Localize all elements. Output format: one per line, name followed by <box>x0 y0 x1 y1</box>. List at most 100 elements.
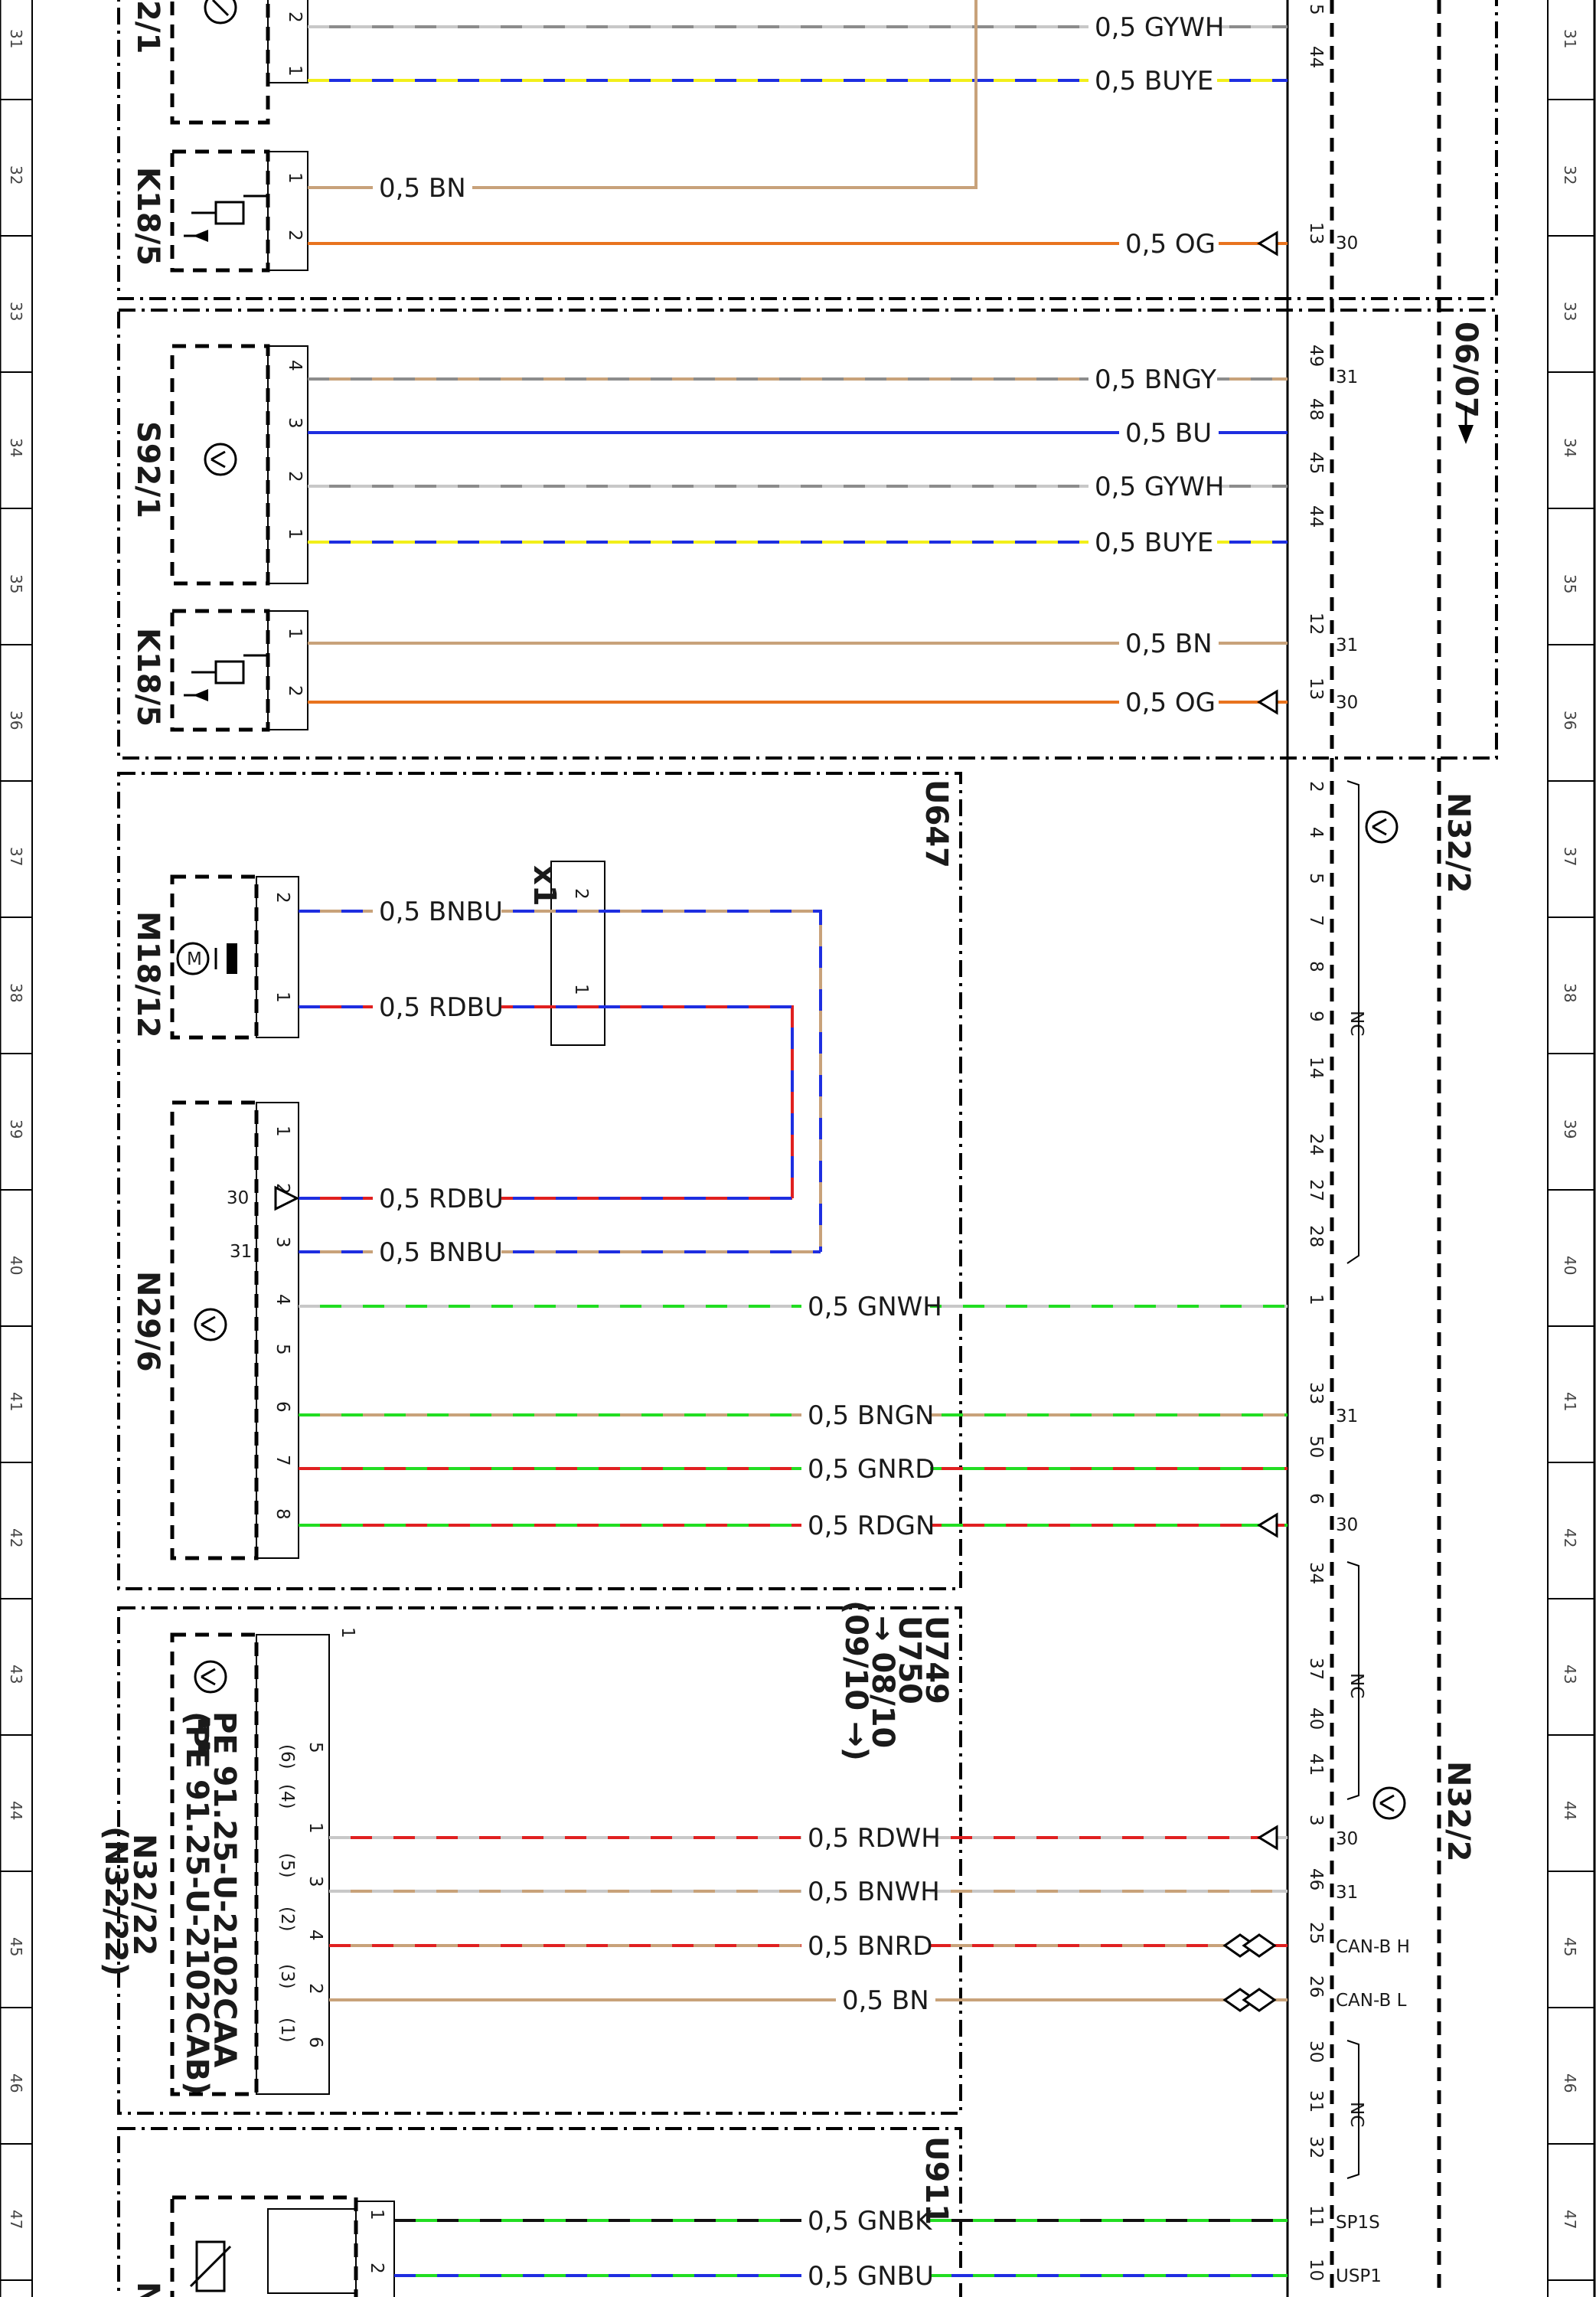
wire-label-w9: 0,5 BN <box>1125 629 1213 659</box>
right-pin-number: 44 <box>1306 505 1326 528</box>
right-pin-number: 30 <box>1306 2041 1326 2063</box>
wire-w6: 0,5 BU <box>308 416 1288 449</box>
wire-label-bg <box>1088 525 1217 559</box>
component-symbols: M ☛☛ <box>176 0 1406 2292</box>
label-switch-top: 2/1 <box>130 0 165 54</box>
wire-w22: 0,5 BN <box>329 1983 1288 2017</box>
wire-label-w21: 0,5 BNRD <box>808 1931 932 1962</box>
right-pin-number: 13 <box>1306 678 1326 700</box>
left-pin-number: 3 <box>305 1876 325 1887</box>
wire-w17: 0,5 GNRD <box>299 1452 1288 1485</box>
right-pin-number: 10 <box>1306 2259 1326 2281</box>
right-pin-number: 4 <box>1306 827 1326 838</box>
controller-n32-22-box <box>170 1632 259 2096</box>
right-pin-number: 33 <box>1306 1382 1326 1404</box>
wire-w19: 0,5 RDWH <box>329 1821 1288 1854</box>
right-pin-number: 48 <box>1306 398 1326 420</box>
relay-coil-icon <box>184 194 268 242</box>
right-pin-number: 40 <box>1306 1707 1326 1730</box>
x1-pin-2: 2 <box>571 888 591 900</box>
component-labels: 2/1 K18/5 S92/1 K18/5 M18/12 x1 N29/6 N3… <box>98 0 1483 2297</box>
label-pe-code-2: (PE 91.25-U-2102CAB) <box>179 1711 214 2095</box>
right-pin-number: 12 <box>1306 613 1326 635</box>
ruler-label-left: 46 <box>7 2073 25 2093</box>
label-switch-s92: S92/1 <box>130 421 165 518</box>
ruler-label-right: 47 <box>1561 2210 1579 2229</box>
label-motor: M18/12 <box>130 911 165 1038</box>
wire-label-w6: 0,5 BU <box>1125 418 1212 449</box>
left-pin-number: 7 <box>273 1455 292 1466</box>
left-pin-number: 5 <box>305 1742 325 1753</box>
ruler-label-right: 35 <box>1561 574 1579 593</box>
block-outlines <box>117 0 1498 2297</box>
label-variant-u749: U749 <box>919 1616 954 1704</box>
left-pin-number: 1 <box>285 172 305 184</box>
wire-label-bg <box>801 1452 930 1485</box>
motor-box <box>170 874 259 1040</box>
wire-label-bg <box>1088 469 1217 503</box>
left-pin-number: 2 <box>285 471 305 482</box>
hand-pointer-icon: ☛☛ <box>188 1717 219 1763</box>
switch-top-box <box>170 0 270 125</box>
left-pin-number: 1 <box>285 65 305 77</box>
right-pin-number: 24 <box>1306 1133 1326 1155</box>
right-pin-number: 27 <box>1306 1179 1326 1201</box>
can-bus-marker-icon <box>1242 1933 1277 1958</box>
wire-w3: 0,5 BN <box>308 0 978 204</box>
wire-w16: 0,5 BNGN <box>299 1398 1288 1432</box>
signal-input-arrow-icon <box>1257 689 1278 715</box>
terminal-31: 31 <box>1336 1883 1358 1903</box>
wire-label-bg <box>373 894 501 928</box>
left-pin-number: 6 <box>305 2037 325 2048</box>
wire-label-w8: 0,5 BUYE <box>1095 528 1213 558</box>
ruler-label-right: 43 <box>1561 1665 1579 1684</box>
ruler-label-right: 38 <box>1561 983 1579 1002</box>
block-u647 <box>117 772 962 1590</box>
wire-label-bg <box>801 1289 930 1323</box>
svg-text:M: M <box>187 949 202 969</box>
wire-label-w24: 0,5 GNBU <box>808 2261 934 2292</box>
terminal-30: 30 <box>1336 1829 1358 1849</box>
ruler-label-left: 44 <box>7 1801 25 1820</box>
right-pin-number: 41 <box>1306 1753 1326 1776</box>
label-controller-n32-22-alt: (N32/22) <box>98 1826 133 1976</box>
wire-label-bg <box>1119 416 1219 449</box>
relay-a-box <box>170 149 270 273</box>
left-pin-number: 3 <box>285 417 305 429</box>
can-bus-marker-icon <box>1222 1988 1258 2012</box>
wire-label-w2: 0,5 BUYE <box>1095 66 1213 96</box>
terminal-30: 30 <box>1336 693 1358 713</box>
left-pin-number: 3 <box>273 1237 292 1248</box>
label-variant-u647: U647 <box>919 779 954 868</box>
can-bus-marker-icon <box>1222 1933 1258 1958</box>
label-seat-module-a: N32/2 <box>1441 792 1476 894</box>
terminal-can-l: CAN-B L <box>1336 1991 1407 2011</box>
wire-label-w12: 0,5 RDBU <box>379 992 504 1023</box>
terminal-31: 31 <box>1336 636 1358 655</box>
wire-label-bg <box>836 1983 935 2017</box>
wire-label-w4: 0,5 OG <box>1125 229 1216 260</box>
wire-label-w18: 0,5 RDGN <box>808 1511 935 1541</box>
ruler-label-right: 34 <box>1561 438 1579 457</box>
right-pin-number: 25 <box>1306 1922 1326 1944</box>
wire-label-bg <box>801 1929 930 1962</box>
wire-label-w5: 0,5 BNGY <box>1095 364 1216 395</box>
wire-label-bg <box>1088 362 1217 396</box>
terminal-31-module: 31 <box>230 1242 252 1262</box>
ruler-label-left: 45 <box>7 1937 25 1956</box>
label-variant-u750: U750 <box>892 1616 927 1704</box>
wire-label-w19: 0,5 RDWH <box>808 1823 941 1854</box>
right-pin-number: 11 <box>1306 2205 1326 2227</box>
block-b <box>117 309 1498 760</box>
right-pin-number: 13 <box>1306 222 1326 244</box>
wire-label-bg <box>373 990 501 1024</box>
switch-symbol-icon <box>204 0 237 25</box>
right-pin-number: 6 <box>1306 1493 1326 1505</box>
ruler-label-right: 45 <box>1561 1937 1579 1956</box>
ruler-label-left: 41 <box>7 1392 25 1411</box>
wire-stripe-w12 <box>299 1005 794 1198</box>
left-pin-number: 2 <box>367 2263 387 2274</box>
wire-w7: 0,5 GYWH <box>308 469 1288 503</box>
